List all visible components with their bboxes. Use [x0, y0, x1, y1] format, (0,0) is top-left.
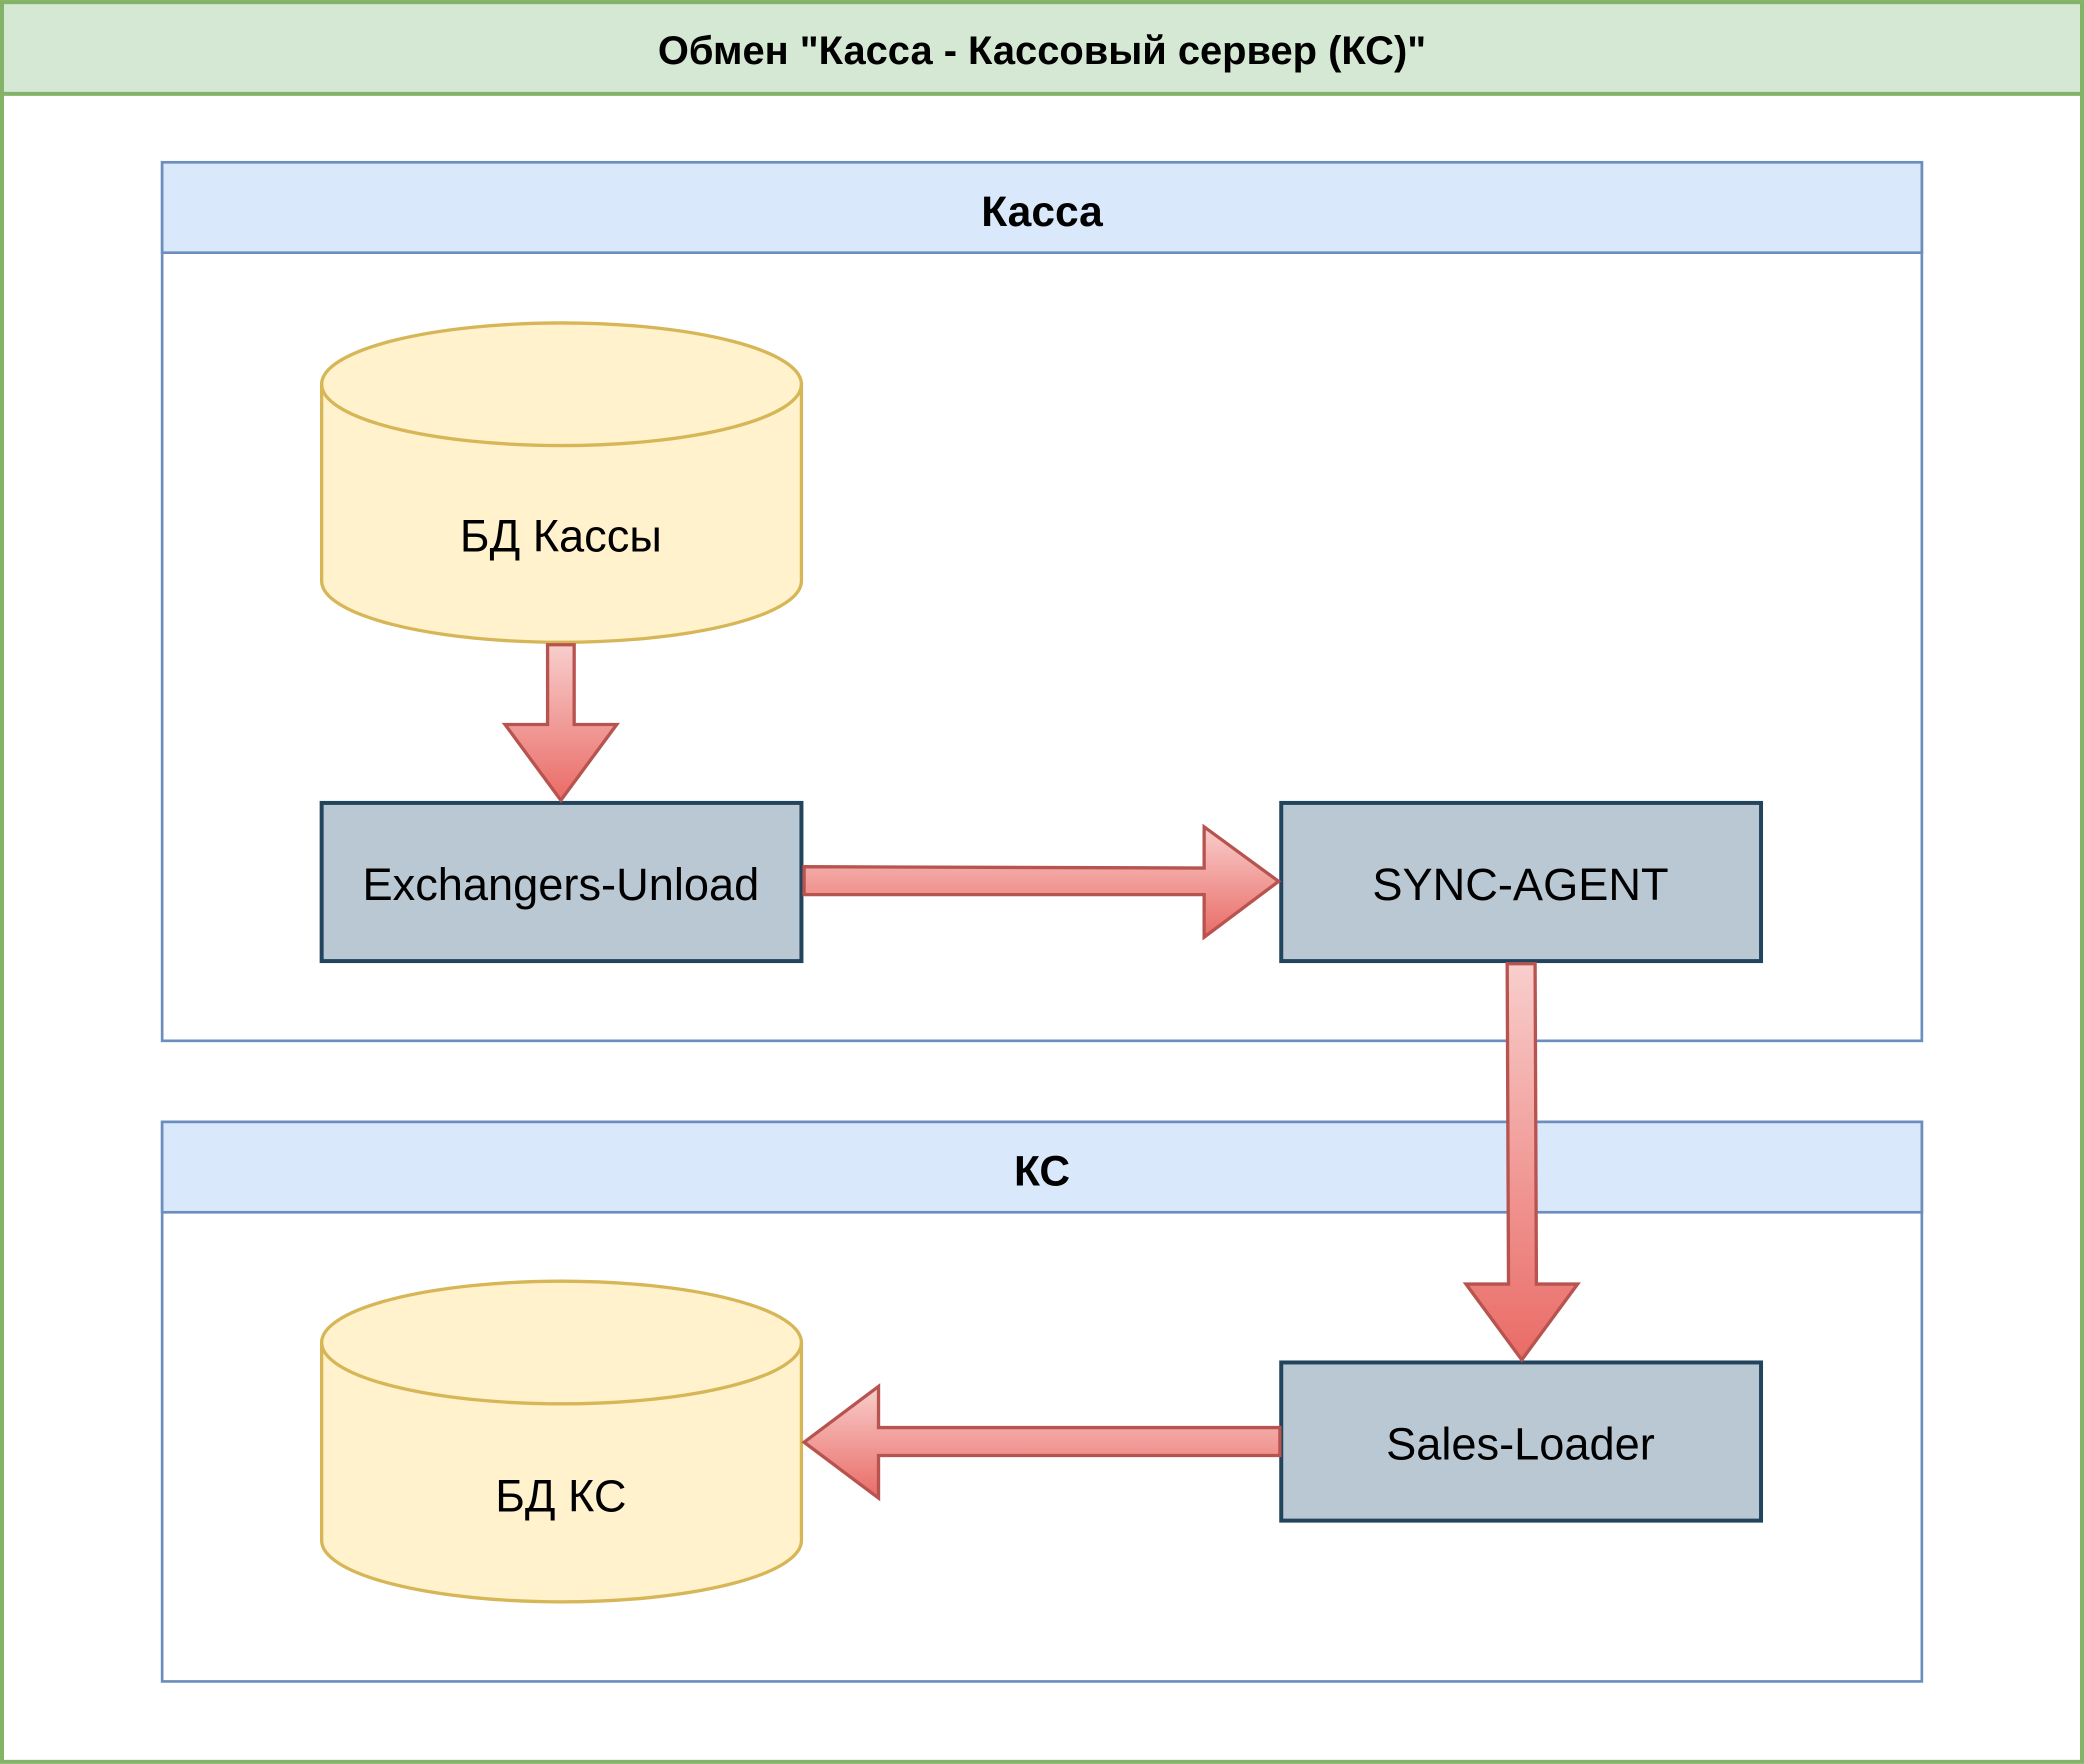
- database-top-rim: [319, 384, 804, 448]
- sync-agent-node[interactable]: SYNC-AGENT: [1279, 800, 1764, 964]
- section-ks-label: КС: [1014, 1148, 1070, 1196]
- title-bar: [0, 0, 2084, 96]
- db-kassa-label: БД Кассы: [460, 511, 662, 562]
- arrow-exchangers-to-sync-agent: [802, 823, 1282, 941]
- sales-loader-box: [1279, 1360, 1764, 1523]
- sync-agent-box: [1279, 800, 1764, 964]
- exchangers-unload-box: [319, 800, 804, 964]
- arrow-sales-loader-to-db-ks: [801, 1383, 1282, 1502]
- database-icon: [319, 321, 804, 644]
- sales-loader-label: Sales-Loader: [1386, 1418, 1655, 1469]
- sync-agent-label: SYNC-AGENT: [1372, 859, 1668, 910]
- diagram-title: Обмен "Касса - Кассовый сервер (КС)": [658, 29, 1426, 73]
- sales-loader-node[interactable]: Sales-Loader: [1279, 1360, 1764, 1523]
- db-kassa-node[interactable]: БД Кассы: [319, 321, 804, 644]
- exchangers-unload-label: Exchangers-Unload: [363, 859, 760, 910]
- section-ks-header: [160, 1120, 1924, 1214]
- db-ks-node[interactable]: БД КС: [319, 1279, 804, 1604]
- section-kassa-label: Касса: [981, 188, 1103, 236]
- section-kassa-header: [160, 160, 1924, 255]
- arrow-sync-agent-to-sales-loader: [1462, 962, 1581, 1363]
- exchangers-unload-node[interactable]: Exchangers-Unload: [319, 800, 804, 964]
- db-ks-label: БД КС: [495, 1470, 626, 1521]
- arrow-db-kassa-to-exchangers: [501, 643, 620, 804]
- database-icon: [319, 1279, 804, 1604]
- database-top-rim: [319, 1342, 804, 1406]
